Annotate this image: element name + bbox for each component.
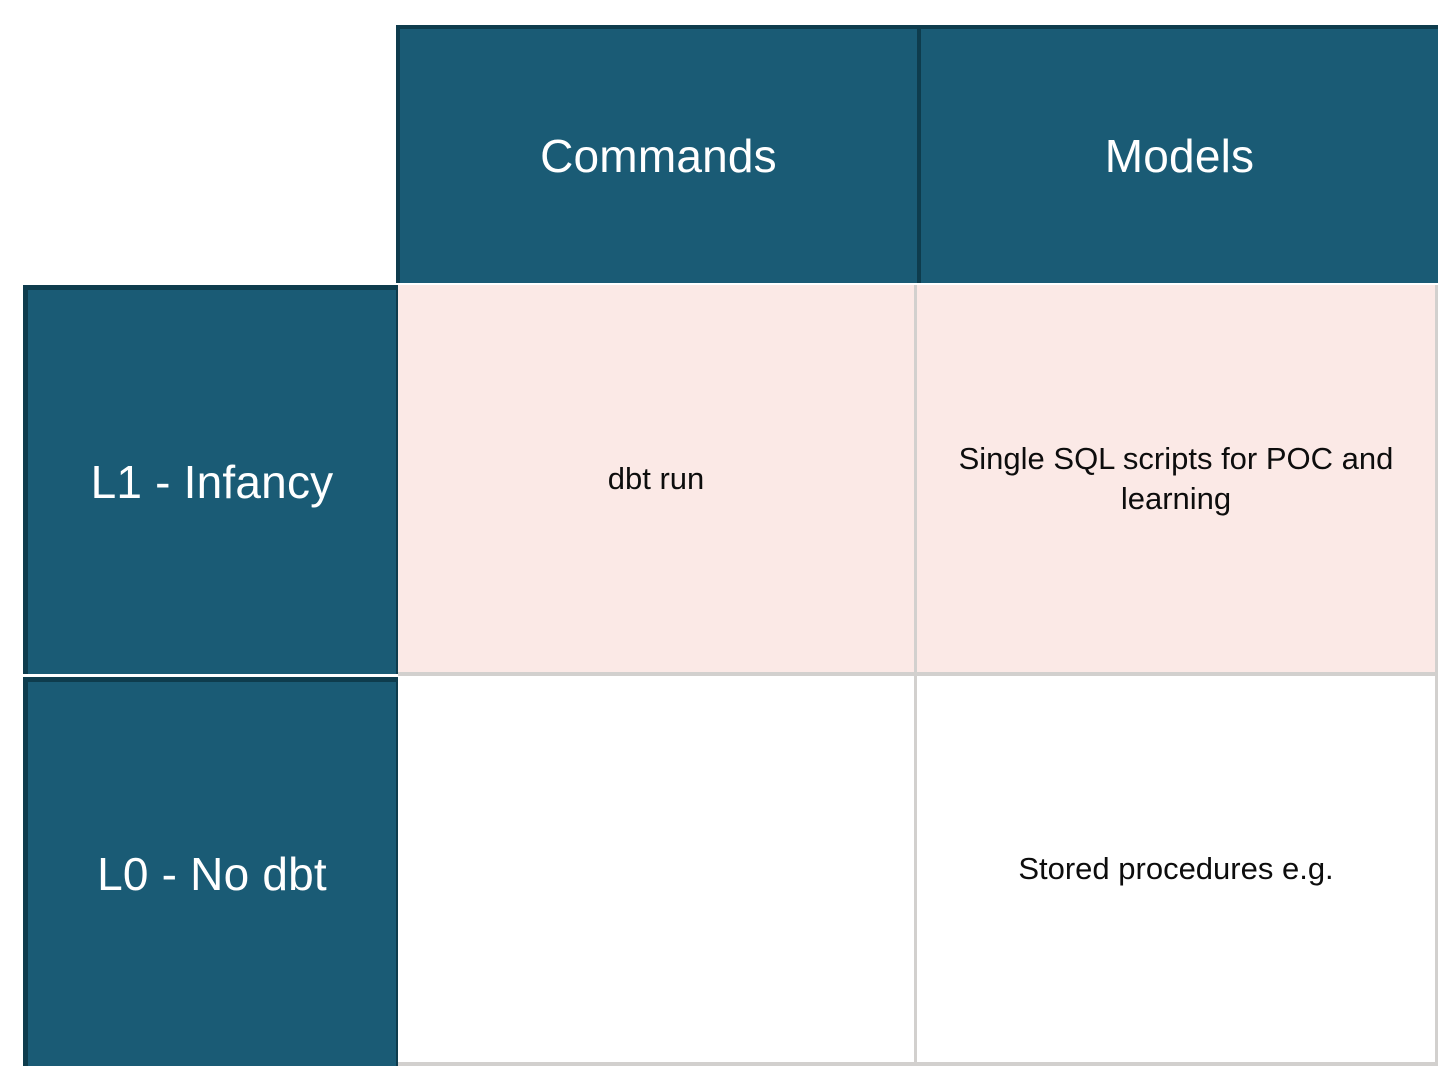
cell-l0-models[interactable]: Stored procedures e.g.	[917, 676, 1438, 1066]
cell-l0-commands[interactable]	[398, 676, 917, 1066]
cell-l1-commands[interactable]: dbt run	[398, 285, 917, 676]
table-corner-blank	[0, 0, 396, 283]
column-header-models[interactable]: Models	[917, 25, 1438, 283]
cell-l1-commands-text: dbt run	[607, 460, 705, 496]
row-header-l0-no-dbt-label: L0 - No dbt	[97, 847, 327, 900]
row-header-l1-infancy-label: L1 - Infancy	[90, 455, 334, 508]
column-header-commands[interactable]: Commands	[396, 25, 917, 283]
cell-l0-models-text: Stored procedures e.g.	[1018, 851, 1334, 887]
column-header-models-label: Models	[1104, 129, 1255, 182]
cell-l1-models[interactable]: Single SQL scripts for POC and learning	[917, 285, 1438, 676]
cell-l1-models-text: Single SQL scripts for POC and learning	[958, 440, 1394, 516]
column-header-commands-label: Commands	[540, 129, 777, 182]
row-header-l0-no-dbt[interactable]: L0 - No dbt	[23, 677, 398, 1066]
row-header-l1-infancy[interactable]: L1 - Infancy	[23, 285, 398, 674]
